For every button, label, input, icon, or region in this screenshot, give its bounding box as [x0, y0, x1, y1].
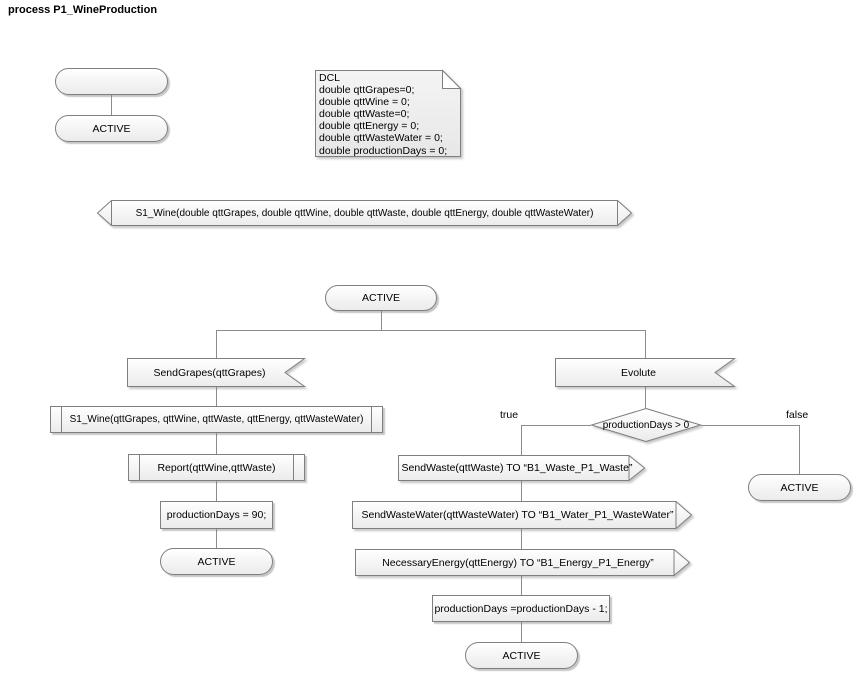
page-title: process P1_WineProduction: [8, 4, 158, 16]
procedure-s1-wine-label: S1_Wine(qttGrapes, qttWine, qttWaste, qt…: [69, 414, 364, 425]
output-send-waste-water: SendWasteWater(qttWasteWater) TO “B1_Wat…: [352, 501, 693, 529]
dcl-note-text: DCL double qttGrapes=0; double qttWine =…: [315, 70, 461, 157]
connector-split-to-sendgrapes: [216, 330, 217, 358]
dcl-declaration-note: DCL double qttGrapes=0; double qttWine =…: [315, 69, 462, 157]
connector-decision-false-horizontal: [701, 425, 799, 426]
connector-decision-true-horizontal: [521, 425, 591, 426]
connector-task-to-active-left: [216, 529, 217, 548]
output-send-waste: SendWaste(qttWaste) TO “B1_Waste_P1_Wast…: [398, 455, 646, 481]
evolute-label: Evolute: [620, 366, 657, 379]
dispatch-active-label: ACTIVE: [362, 292, 400, 304]
evolute-false-active-state: ACTIVE: [748, 474, 851, 501]
dcl-line: double qttEnergy = 0;: [319, 120, 420, 133]
connector-split-horizontal: [216, 330, 645, 331]
input-evolute: Evolute: [555, 358, 737, 387]
dcl-line: DCL: [319, 72, 341, 84]
connector-s1wine-to-report: [216, 433, 217, 454]
send-waste-water-label: SendWasteWater(qttWasteWater) TO “B1_Wat…: [361, 509, 674, 521]
signal-definition-label: S1_Wine(double qttGrapes, double qttWine…: [135, 207, 594, 219]
evolute-true-active-state: ACTIVE: [465, 642, 578, 669]
ribbon-shape-icon: [96, 200, 633, 226]
note-shape-icon: [315, 69, 462, 157]
connector-evolute-to-decision: [645, 387, 646, 408]
procedure-report-label: Report(qttWine,qttWaste): [157, 461, 276, 474]
dcl-line: double qttWasteWater = 0;: [319, 132, 443, 145]
procedure-report: Report(qttWine,qttWaste): [128, 454, 305, 481]
evolute-true-active-label: ACTIVE: [502, 649, 541, 662]
connector-decrement-to-active-bottom: [521, 622, 522, 642]
task-decrement-label: productionDays =productionDays - 1;: [434, 602, 608, 615]
start-state-shape: [55, 68, 168, 95]
dcl-line: double qttGrapes=0;: [319, 84, 415, 97]
dispatch-active-state: ACTIVE: [325, 285, 437, 311]
decision-true-label: true: [500, 409, 519, 421]
grapes-branch-active-state: ACTIVE: [160, 548, 273, 575]
connector-sendwaste-to-sendwastewater: [521, 481, 522, 501]
output-send-grapes: SendGrapes(qttGrapes): [127, 358, 307, 387]
grapes-branch-active-label: ACTIVE: [197, 555, 236, 568]
dcl-line: double qttWaste=0;: [319, 108, 410, 121]
task-set-days-label: productionDays = 90;: [166, 509, 267, 521]
decision-label: productionDays > 0: [602, 419, 690, 431]
connector-start-to-active: [111, 95, 112, 115]
task-set-production-days: productionDays = 90;: [160, 501, 273, 529]
dcl-line: double productionDays = 0;: [319, 144, 448, 157]
connector-report-to-task: [216, 481, 217, 501]
connector-sendwastewater-to-energy: [521, 529, 522, 549]
send-grapes-label: SendGrapes(qttGrapes): [153, 366, 266, 379]
output-necessary-energy: NecessaryEnergy(qttEnergy) TO “B1_Energy…: [355, 549, 691, 576]
dcl-line: double qttWine = 0;: [319, 96, 410, 109]
connector-sendgrapes-to-s1wine: [216, 387, 217, 406]
input-flag-icon: [555, 358, 737, 387]
signal-definition-ribbon: S1_Wine(double qttGrapes, double qttWine…: [96, 200, 633, 226]
send-arrow-icon: [398, 455, 646, 481]
decision-diamond-icon: [589, 407, 703, 443]
output-flag-icon: [127, 358, 307, 387]
task-decrement-days: productionDays =productionDays - 1;: [432, 595, 610, 622]
initial-active-label: ACTIVE: [92, 122, 131, 135]
connector-split-to-evolute: [645, 330, 646, 358]
send-arrow-icon: [352, 501, 693, 529]
send-arrow-icon: [355, 549, 691, 576]
decision-production-days: productionDays > 0: [589, 407, 703, 443]
initial-active-state: ACTIVE: [55, 115, 168, 142]
evolute-false-active-label: ACTIVE: [780, 481, 819, 494]
connector-false-to-active: [799, 425, 800, 474]
decision-false-label: false: [786, 409, 809, 421]
procedure-s1-wine: S1_Wine(qttGrapes, qttWine, qttWaste, qt…: [50, 406, 383, 433]
send-waste-label: SendWaste(qttWaste) TO “B1_Waste_P1_Wast…: [401, 462, 633, 474]
connector-energy-to-decrement: [521, 576, 522, 595]
connector-true-to-sendwaste: [521, 425, 522, 455]
connector-active-to-split: [381, 311, 382, 330]
necessary-energy-label: NecessaryEnergy(qttEnergy) TO “B1_Energy…: [382, 556, 654, 569]
